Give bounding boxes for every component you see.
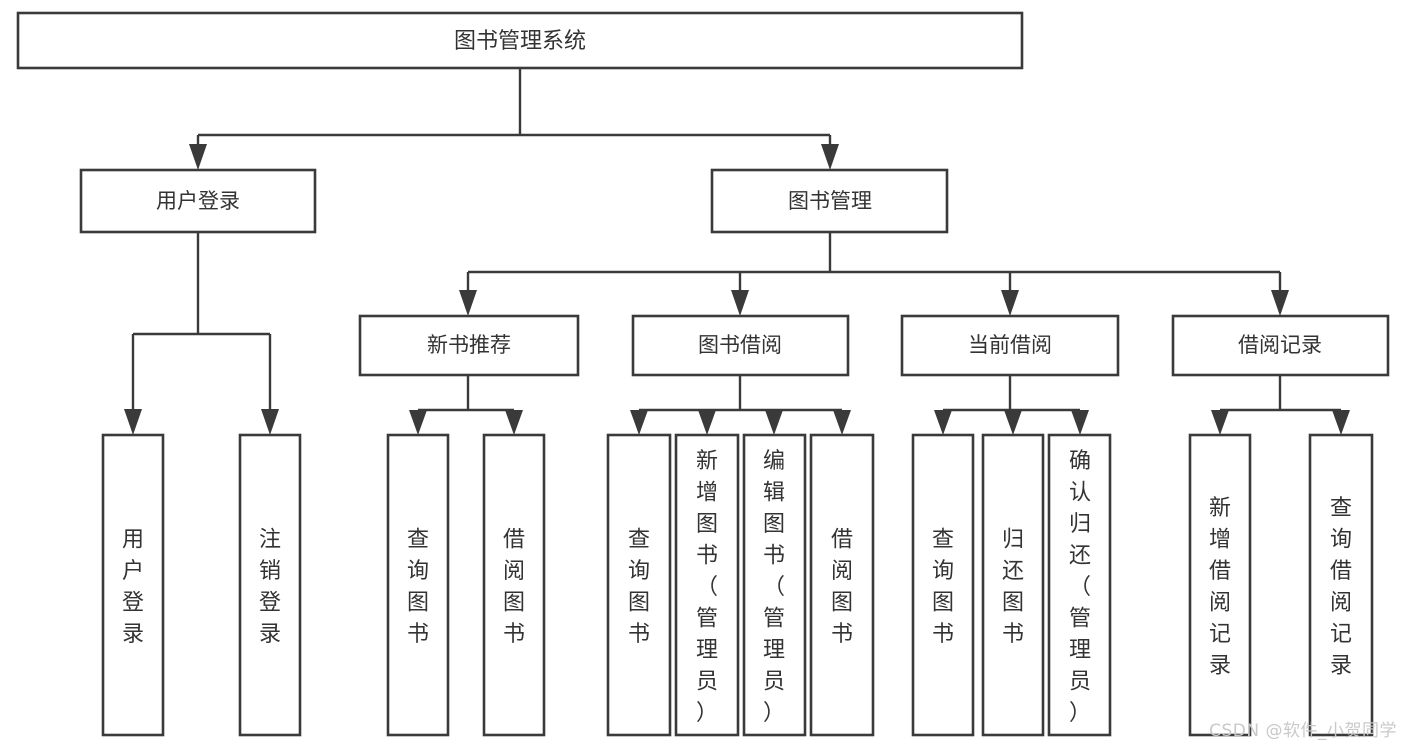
node-root-label: 图书管理系统 [454, 29, 586, 54]
arrow-head-icon [124, 409, 142, 435]
node-leaf-add-book-box [674, 433, 740, 737]
arrow-head-icon [833, 410, 851, 435]
node-user-login[interactable]: 用户登录 [79, 168, 317, 234]
arrow-head-icon [821, 144, 839, 170]
node-leaf-logout-login-label: 注销登录 [259, 528, 281, 648]
arrow-head-icon [1001, 290, 1019, 316]
node-leaf-user-login-label: 用户登录 [122, 528, 144, 648]
node-leaf-query-book-borrow[interactable]: 查询图书 [606, 433, 672, 737]
arrow-head-icon [731, 290, 749, 316]
node-leaf-query-borrow-record-box [1308, 433, 1374, 737]
node-leaf-logout-login[interactable]: 注销登录 [238, 433, 302, 737]
node-leaf-borrow-book-rec[interactable]: 借阅图书 [482, 433, 546, 737]
arrow-head-icon [1004, 410, 1022, 435]
node-book-manage[interactable]: 图书管理 [710, 168, 949, 234]
arrow-head-icon [1332, 410, 1350, 435]
arrow-head-icon [261, 409, 279, 435]
node-leaf-add-book-label: 新增图书（管理员） [696, 449, 718, 726]
node-book-manage-box [710, 168, 949, 234]
node-leaf-return-book-label: 归还图书 [1002, 528, 1024, 648]
node-book-borrow-label: 图书借阅 [698, 333, 782, 357]
node-leaf-query-book-borrow-label: 查询图书 [628, 528, 650, 648]
node-leaf-confirm-return-box [1047, 433, 1112, 737]
arrow-head-icon [1271, 290, 1289, 316]
connector-layer [124, 68, 1350, 435]
node-borrow-record-label: 借阅记录 [1238, 333, 1322, 357]
arrow-head-icon [459, 290, 477, 316]
node-leaf-query-borrow-record-label: 查询借阅记录 [1330, 496, 1352, 679]
arrow-head-icon [409, 410, 427, 435]
arrow-head-icon [1211, 410, 1229, 435]
node-user-login-box [79, 168, 317, 234]
node-leaf-confirm-return[interactable]: 确认归还（管理员） [1047, 433, 1112, 737]
node-book-manage-label: 图书管理 [788, 189, 872, 213]
node-leaf-edit-book-label: 编辑图书（管理员） [763, 449, 785, 726]
arrow-head-icon [934, 410, 952, 435]
arrow-head-icon [698, 410, 716, 435]
node-leaf-query-book-rec[interactable]: 查询图书 [386, 433, 450, 737]
node-borrow-record-box [1171, 314, 1390, 377]
arrow-head-icon [1071, 410, 1089, 435]
node-leaf-query-book-rec-label: 查询图书 [407, 528, 429, 648]
node-current-borrow-label: 当前借阅 [968, 333, 1052, 357]
node-leaf-borrow-book-rec-box [482, 433, 546, 737]
node-leaf-user-login-box [101, 433, 165, 737]
node-new-book-recommend-label: 新书推荐 [427, 333, 511, 357]
node-leaf-edit-book[interactable]: 编辑图书（管理员） [742, 433, 807, 737]
node-current-borrow[interactable]: 当前借阅 [900, 314, 1120, 377]
node-leaf-query-book-rec-box [386, 433, 450, 737]
node-leaf-query-book-cur-box [911, 433, 975, 737]
node-leaf-add-borrow-record-box [1188, 433, 1252, 737]
node-leaf-return-book[interactable]: 归还图书 [981, 433, 1045, 737]
node-leaf-add-book[interactable]: 新增图书（管理员） [674, 433, 740, 737]
csdn-watermark: CSDN @软件_小贺同学 [1209, 721, 1397, 741]
node-leaf-add-borrow-record-label: 新增借阅记录 [1209, 496, 1231, 679]
node-leaf-query-borrow-record[interactable]: 查询借阅记录 [1308, 433, 1374, 737]
node-borrow-record[interactable]: 借阅记录 [1171, 314, 1390, 377]
arrow-head-icon [505, 410, 523, 435]
node-book-borrow-box [631, 314, 850, 377]
node-current-borrow-box [900, 314, 1120, 377]
node-leaf-query-book-borrow-box [606, 433, 672, 737]
node-leaf-confirm-return-label: 确认归还（管理员） [1069, 449, 1091, 726]
node-new-book-recommend-box [358, 314, 580, 377]
node-leaf-return-book-box [981, 433, 1045, 737]
node-leaf-edit-book-box [742, 433, 807, 737]
node-new-book-recommend[interactable]: 新书推荐 [358, 314, 580, 377]
node-leaf-query-book-cur[interactable]: 查询图书 [911, 433, 975, 737]
node-root-box [16, 11, 1024, 70]
node-user-login-label: 用户登录 [156, 189, 240, 213]
node-leaf-logout-login-box [238, 433, 302, 737]
node-leaf-borrow-book-box [809, 433, 875, 737]
node-root[interactable]: 图书管理系统 [16, 11, 1024, 70]
node-leaf-user-login[interactable]: 用户登录 [101, 433, 165, 737]
node-leaf-borrow-book-rec-label: 借阅图书 [503, 528, 525, 648]
arrow-head-icon [765, 410, 783, 435]
node-leaf-borrow-book[interactable]: 借阅图书 [809, 433, 875, 737]
node-leaf-add-borrow-record[interactable]: 新增借阅记录 [1188, 433, 1252, 737]
node-book-borrow[interactable]: 图书借阅 [631, 314, 850, 377]
node-leaf-query-book-cur-label: 查询图书 [932, 528, 954, 648]
arrow-head-icon [630, 410, 648, 435]
arrow-head-icon [189, 144, 207, 170]
node-leaf-borrow-book-label: 借阅图书 [831, 528, 853, 648]
